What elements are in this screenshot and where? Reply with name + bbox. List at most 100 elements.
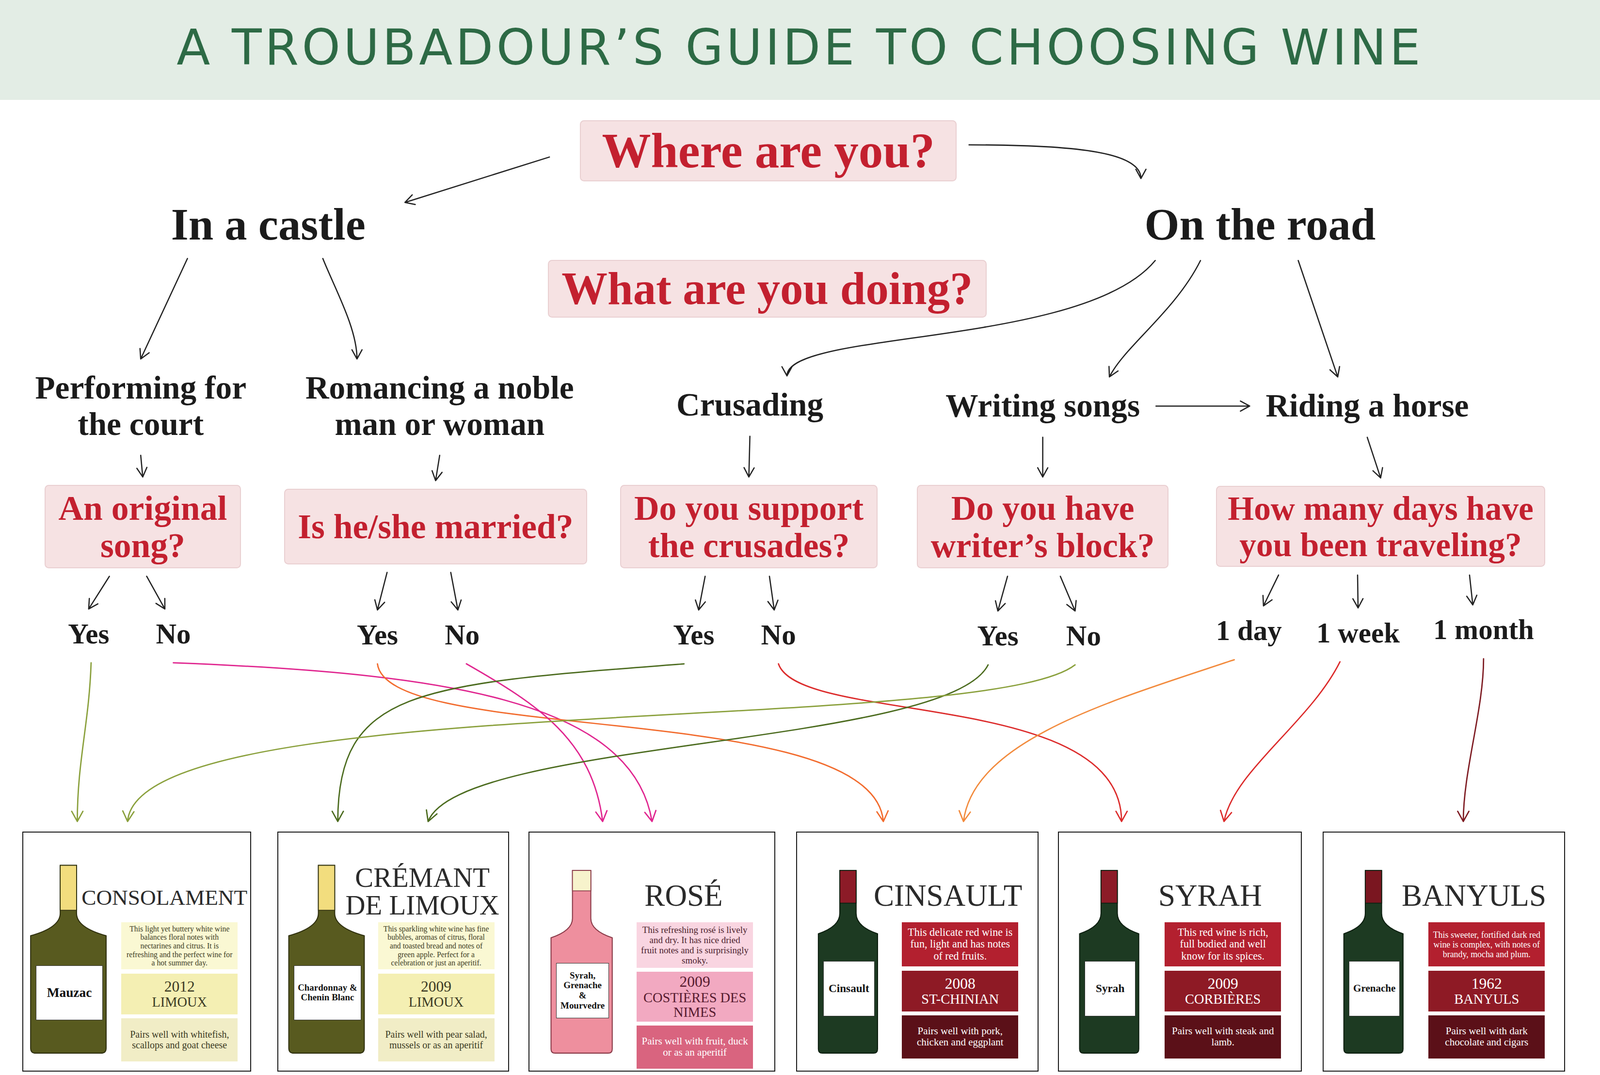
question-text: Is he/she married?	[297, 507, 575, 545]
wine-name: CRÉMANT DE LIMOUX	[339, 864, 506, 920]
tasting-note: This sparkling white wine has fine bubbl…	[382, 924, 491, 968]
wine-name: CONSOLAMENT	[81, 886, 247, 909]
choice-text: Performing for the court	[34, 369, 247, 442]
pairing-note: Pairs well with steak and lamb.	[1168, 1025, 1278, 1049]
tasting-note: This light yet buttery white wine balanc…	[125, 924, 234, 968]
appellation: LIMOUX	[125, 994, 234, 1010]
tasting-panel: This sparkling white wine has fine bubbl…	[378, 922, 495, 970]
bottle-cap	[1101, 870, 1118, 903]
question-text: What are you doing?	[560, 263, 974, 314]
flow-arrow	[1155, 400, 1250, 412]
flow-arrow	[374, 572, 387, 610]
pairing-panel: Pairs well with fruit, duck or as an ape…	[636, 1025, 753, 1069]
pairing-panel: Pairs well with whitefish, scallops and …	[121, 1018, 238, 1061]
question-box: Do you have writer’s block?	[916, 484, 1169, 568]
question-text: Do you support the crusades?	[633, 489, 865, 565]
appellation: LIMOUX	[382, 994, 491, 1010]
choice-text: No	[444, 619, 481, 651]
flow-arrow	[1037, 437, 1048, 478]
wine-arrow	[173, 662, 656, 822]
flow-arrow	[995, 576, 1008, 611]
flow-arrow	[1298, 260, 1340, 377]
grape-text: Syrah, Grenache & Mourvedre	[558, 970, 607, 1011]
choice-text: Yes	[67, 618, 111, 650]
wine-card: SYRAHSyrahThis red wine is rich, full bo…	[1057, 831, 1302, 1072]
pairing-panel: Pairs well with dark chocolate and cigar…	[1428, 1015, 1545, 1058]
question-box: Is he/she married?	[284, 488, 588, 565]
vintage-panel: 2009LIMOUX	[378, 973, 495, 1015]
bottle-label: Grenache	[1348, 960, 1400, 1017]
flow-arrow	[969, 144, 1147, 179]
bottle-body	[1344, 870, 1404, 1054]
flow-arrow	[146, 576, 165, 609]
choice-text: No	[760, 619, 797, 651]
question-text: Where are you?	[601, 124, 936, 178]
flow-arrow	[744, 436, 755, 478]
wine-arrow	[1220, 661, 1340, 822]
choice-node: No	[757, 616, 800, 654]
choice-node: Yes	[669, 616, 719, 654]
choice-node: 1 day	[1212, 611, 1286, 650]
vintage-year: 2008	[906, 975, 1015, 993]
wine-arrow	[466, 663, 608, 822]
choice-text: Writing songs	[944, 387, 1141, 424]
choice-node: No	[152, 614, 195, 653]
choice-node: In a castle	[167, 196, 370, 253]
wine-name: BANYULS	[1386, 880, 1562, 912]
bottle-cap	[60, 865, 77, 911]
wine-arrow	[1457, 658, 1484, 822]
choice-text: No	[155, 618, 192, 650]
vintage-panel: 1962BANYULS	[1428, 970, 1545, 1012]
choice-text: Yes	[672, 619, 716, 651]
title-band: A TROUBADOUR’S GUIDE TO CHOOSING WINE	[0, 0, 1600, 100]
choice-node: Yes	[352, 616, 402, 654]
choice-node: Performing for the court	[31, 367, 251, 446]
wine-bottle	[1344, 870, 1404, 1054]
choice-text: 1 day	[1215, 614, 1283, 647]
grape-text: Syrah	[1087, 982, 1134, 995]
choice-node: Yes	[973, 617, 1023, 655]
choice-text: In a castle	[170, 199, 367, 250]
vintage-year: 2009	[1168, 975, 1278, 993]
vintage-panel: 2008ST-CHINIAN	[901, 970, 1019, 1012]
appellation: COSTIÈRES DES NIMES	[640, 990, 750, 1020]
bottle-cap	[839, 870, 857, 903]
wine-card: CINSAULTCinsaultThis delicate red wine i…	[796, 831, 1040, 1072]
bottle-cap	[572, 870, 592, 891]
choice-node: Crusading	[672, 384, 828, 427]
pairing-note: Pairs well with pear salad, mussels or a…	[382, 1028, 491, 1051]
choice-text: 1 week	[1315, 617, 1401, 649]
choice-node: No	[1062, 617, 1105, 655]
appellation: ST-CHINIAN	[906, 992, 1015, 1007]
choice-node: Riding a horse	[1262, 384, 1473, 428]
flow-arrow	[1263, 575, 1279, 607]
choice-node: Writing songs	[941, 384, 1144, 428]
grape-text: Cinsault	[826, 982, 873, 995]
question-box: An original song?	[44, 484, 241, 568]
wine-arrow	[332, 663, 685, 822]
choice-text: 1 month	[1432, 613, 1535, 646]
bottle-label: Mauzac	[35, 965, 104, 1021]
flow-arrow	[1367, 437, 1383, 479]
wine-card: BANYULSGrenacheThis sweeter, fortified d…	[1322, 831, 1566, 1072]
question-box: How many days have you been traveling?	[1216, 485, 1546, 567]
choice-text: On the road	[1143, 199, 1376, 250]
wine-name: ROSÉ	[595, 880, 772, 912]
grape-text: Chardonnay & Chenin Blanc	[296, 982, 359, 1004]
wine-arrow	[122, 664, 1075, 822]
flow-arrow	[1060, 576, 1077, 611]
question-text: An original song?	[57, 489, 228, 565]
choice-text: Crusading	[675, 386, 825, 423]
pairing-panel: Pairs well with steak and lamb.	[1164, 1015, 1281, 1058]
grape-text: Mauzac	[38, 985, 101, 1000]
appellation: CORBIÈRES	[1168, 992, 1278, 1007]
vintage-panel: 2009COSTIÈRES DES NIMES	[636, 971, 753, 1022]
vintage-year: 2009	[640, 973, 750, 991]
wine-arrow	[959, 659, 1234, 822]
choice-node: 1 week	[1312, 613, 1404, 652]
choice-node: Yes	[64, 614, 114, 653]
flow-arrow	[695, 576, 705, 610]
flow-arrow	[450, 572, 462, 610]
choice-node: No	[440, 616, 484, 654]
